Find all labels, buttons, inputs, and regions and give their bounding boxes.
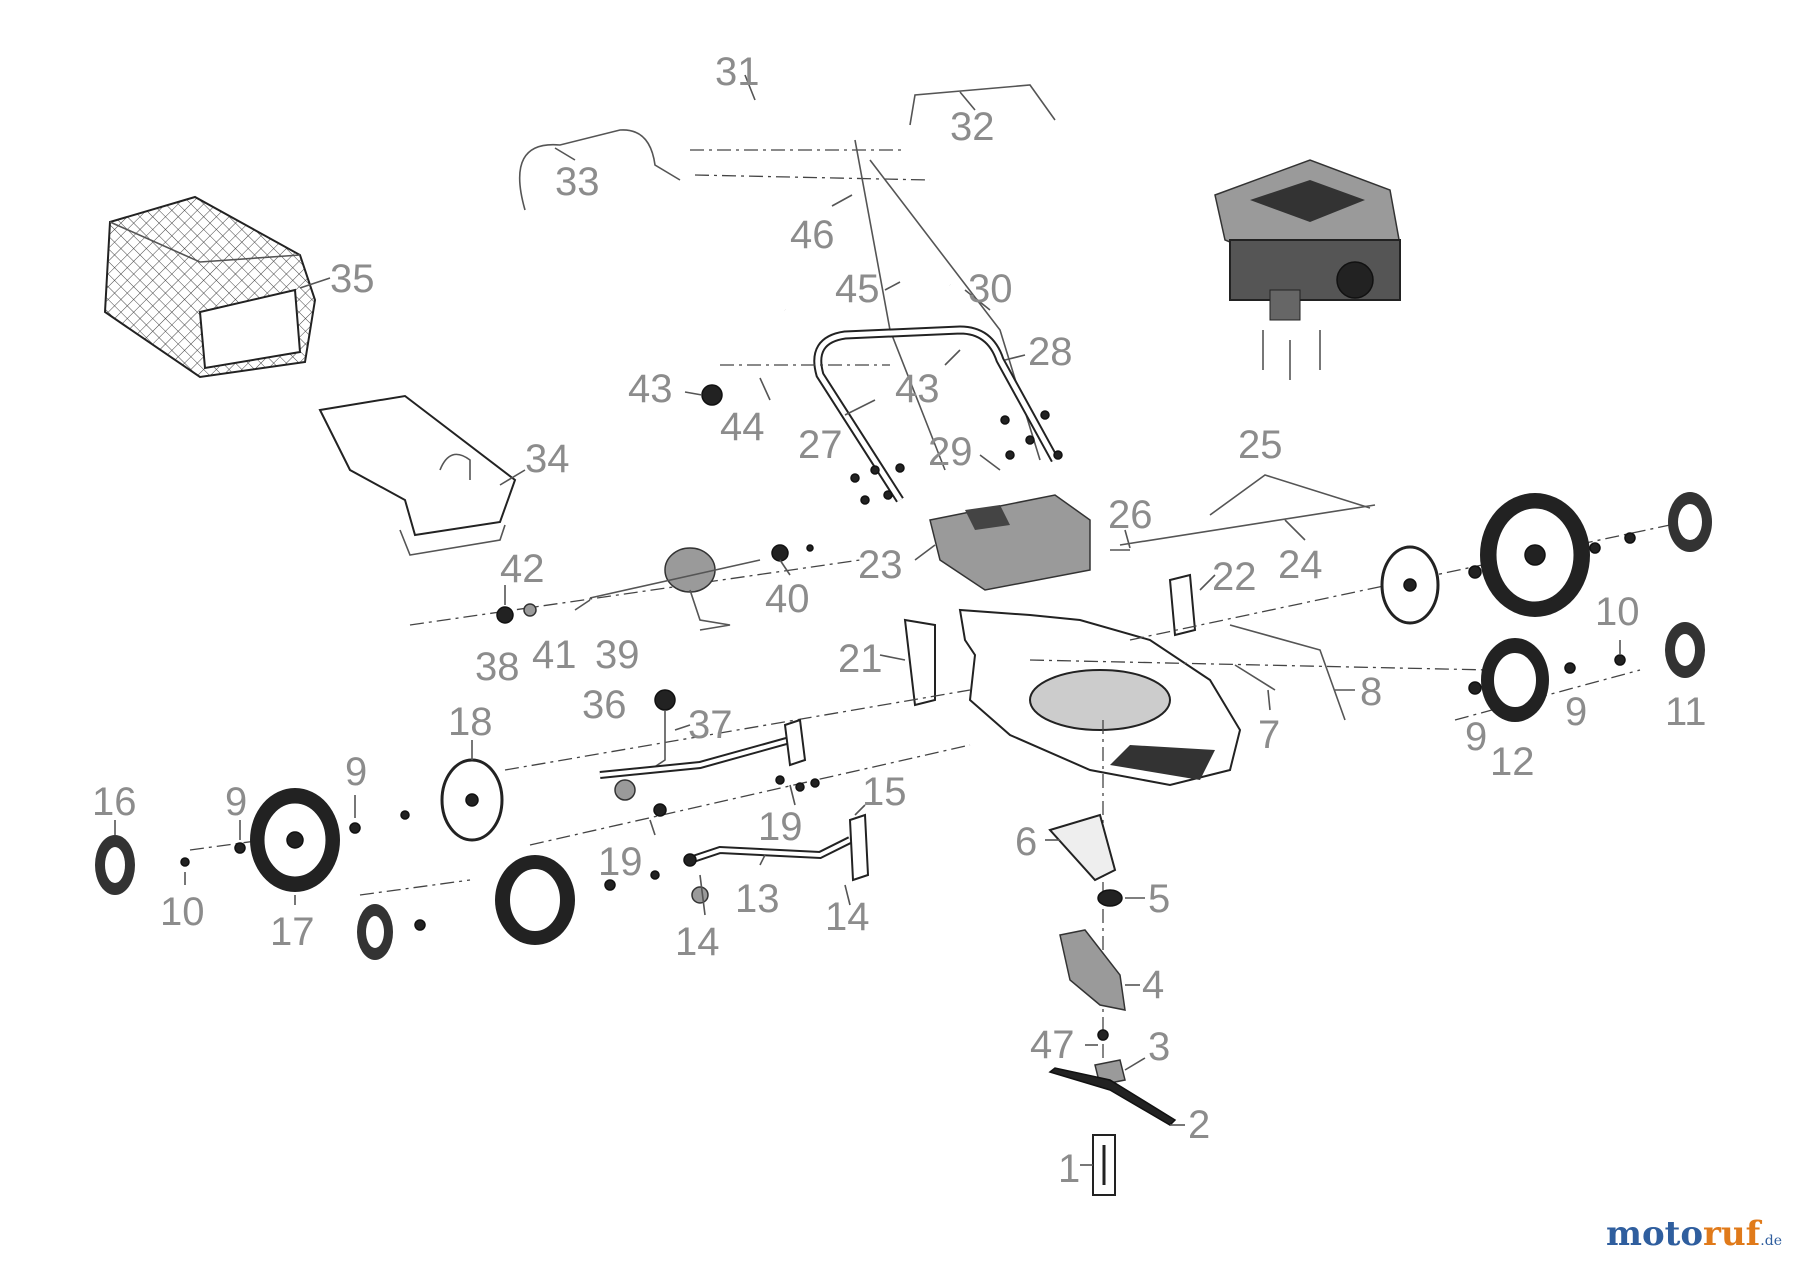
upper-handle-part [686, 95, 953, 312]
bracket-21-part [903, 618, 936, 707]
hubcap-11-part [1665, 622, 1705, 678]
label-9-rear-right: 9 [1565, 690, 1587, 734]
label-30: 30 [968, 267, 1013, 311]
rear-wheel-large-part [1480, 493, 1590, 617]
blade-2-part [1048, 1067, 1177, 1126]
label-42: 42 [500, 547, 545, 591]
label-9-front-right: 9 [345, 750, 367, 794]
label-3: 3 [1148, 1025, 1170, 1069]
label-25: 25 [1238, 423, 1283, 467]
knob-43-part [701, 384, 723, 406]
label-16: 16 [92, 780, 137, 824]
hubcap-16-part [95, 835, 135, 895]
label-28: 28 [1028, 330, 1073, 374]
rear-wheel-12-part [1481, 638, 1549, 722]
label-5: 5 [1148, 877, 1170, 921]
rear-axle-8-part [1229, 624, 1346, 721]
label-21: 21 [838, 637, 883, 681]
label-19-lower: 19 [598, 840, 643, 884]
label-19-upper: 19 [758, 805, 803, 849]
label-14-right: 14 [825, 895, 870, 939]
label-47: 47 [1030, 1023, 1075, 1067]
blade-holder-4-part [1059, 929, 1126, 1011]
label-9-rear-left: 9 [1465, 715, 1487, 759]
label-22: 22 [1212, 555, 1257, 599]
label-27: 27 [798, 423, 843, 467]
label-37: 37 [688, 703, 733, 747]
brand-watermark: motoruf.de [1606, 1214, 1782, 1254]
label-4: 4 [1142, 963, 1164, 1007]
front-wheel-lower-part [495, 855, 575, 945]
lower-handle-part [813, 325, 1059, 503]
label-10-rear: 10 [1595, 590, 1640, 634]
hubcap-lower-part [357, 904, 393, 960]
label-46: 46 [790, 213, 835, 257]
label-1: 1 [1058, 1147, 1080, 1191]
label-9-front-left: 9 [225, 780, 247, 824]
label-8: 8 [1360, 670, 1382, 714]
label-18: 18 [448, 700, 493, 744]
engine-cover-part [929, 494, 1091, 591]
label-2: 2 [1188, 1103, 1210, 1147]
front-wheel-17-part [250, 788, 340, 892]
label-6: 6 [1015, 820, 1037, 864]
label-14-left: 14 [675, 920, 720, 964]
label-10-front: 10 [160, 890, 205, 934]
rear-hubcap-part [1668, 492, 1712, 552]
cable-32-part [909, 84, 1056, 126]
front-rim-18-part [440, 758, 504, 842]
grass-catcher-part [103, 195, 317, 379]
label-33: 33 [555, 160, 600, 204]
brand-tld: .de [1760, 1233, 1782, 1249]
label-39: 39 [595, 633, 640, 677]
label-43-right: 43 [895, 367, 940, 411]
bracket-22-part [1168, 573, 1197, 637]
label-7: 7 [1258, 713, 1280, 757]
knob-36-part [654, 689, 676, 711]
adapter-5-part [1097, 889, 1123, 907]
brand-main: moto [1605, 1214, 1704, 1254]
label-35: 35 [330, 257, 375, 301]
label-32: 32 [950, 105, 995, 149]
gearbox-part [664, 547, 731, 631]
label-26: 26 [1108, 493, 1153, 537]
flap-frame-part [318, 394, 517, 556]
label-41: 41 [532, 633, 577, 677]
engine-part [1214, 159, 1401, 380]
label-38: 38 [475, 645, 520, 689]
label-36: 36 [582, 683, 627, 727]
label-12: 12 [1490, 740, 1535, 784]
label-13: 13 [735, 877, 780, 921]
deflector-6-part [1048, 813, 1117, 882]
handle-bolts [850, 410, 1063, 505]
part-number-labels: 1 2 3 4 5 6 7 8 9 9 9 9 10 10 11 12 13 1… [92, 50, 1707, 1191]
label-24: 24 [1278, 543, 1323, 587]
label-29: 29 [928, 430, 973, 474]
mower-deck-part [958, 608, 1242, 787]
rear-rim-part [1380, 545, 1440, 625]
label-11: 11 [1665, 690, 1707, 734]
label-34: 34 [525, 437, 570, 481]
label-44: 44 [720, 405, 765, 449]
brand-accent: ruf [1703, 1214, 1761, 1254]
label-45: 45 [835, 267, 880, 311]
cable-33-part [518, 129, 681, 211]
label-17: 17 [270, 910, 315, 954]
label-23: 23 [858, 543, 903, 587]
label-40: 40 [765, 577, 810, 621]
label-15: 15 [862, 770, 907, 814]
label-43-left: 43 [628, 367, 673, 411]
label-31: 31 [715, 50, 760, 94]
